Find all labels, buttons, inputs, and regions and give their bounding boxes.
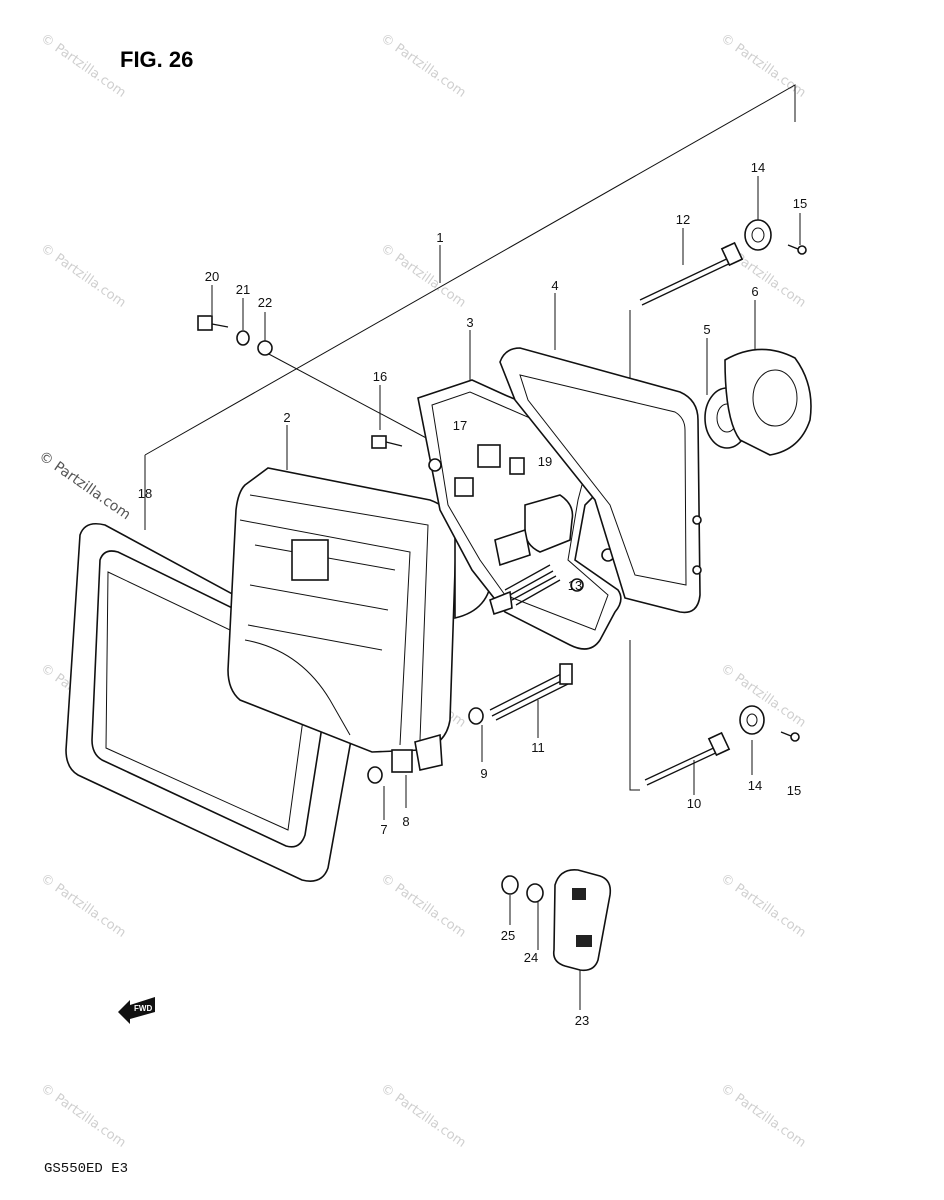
callout-7: 7	[380, 822, 387, 837]
washer-part-22	[257, 340, 273, 356]
callout-10: 10	[687, 796, 701, 811]
leader-lines	[211, 176, 801, 1010]
callout-2: 2	[283, 410, 290, 425]
bulb-part-19	[454, 457, 574, 567]
callout-9: 9	[480, 766, 487, 781]
watermark-text: © Partzilla.com	[718, 1081, 809, 1151]
callout-4: 4	[551, 278, 558, 293]
washer-part-24	[526, 883, 544, 903]
bolt-part-20	[197, 315, 229, 331]
watermark-text: © Partzilla.com	[378, 241, 469, 311]
callout-22: 22	[258, 295, 272, 310]
callout-5: 5	[703, 322, 710, 337]
screw-part-10	[644, 731, 731, 786]
callout-layer: 1234567891011121314141515161719182021222…	[138, 160, 807, 1028]
callout-21: 21	[236, 282, 250, 297]
nut-part-14-upper	[744, 219, 772, 251]
adjust-spring-part-13	[489, 564, 561, 616]
clip-part-8	[391, 749, 413, 773]
reflector-part-23	[552, 868, 612, 972]
watermark-text: © Partzilla.com	[38, 31, 129, 101]
headlight-case-part-4	[499, 347, 702, 614]
watermark-text: © Partzilla.com	[378, 1081, 469, 1151]
fwd-arrow-icon: FWD	[118, 997, 155, 1024]
callout-3: 3	[466, 315, 473, 330]
washer-part-9	[468, 707, 484, 725]
screw-part-15-lower	[780, 731, 800, 742]
washer-part-21	[236, 330, 250, 346]
bolt-part-16	[371, 435, 403, 449]
callout-6: 6	[751, 284, 758, 299]
callout-15: 15	[787, 783, 801, 798]
headlight-rim-part-18	[65, 522, 362, 882]
callout-23: 23	[575, 1013, 589, 1028]
fwd-label: FWD	[134, 1004, 152, 1013]
model-code: GS550ED E3	[44, 1161, 128, 1177]
callout-24: 24	[524, 950, 538, 965]
callout-11: 11	[531, 740, 545, 755]
figure-title: FIG. 26	[120, 47, 193, 72]
watermark-text: © Partzilla.com	[378, 871, 469, 941]
callout-16: 16	[373, 369, 387, 384]
watermark-text: © Partzilla.com	[718, 871, 809, 941]
callout-12: 12	[676, 212, 690, 227]
boot-part-6	[724, 348, 812, 456]
nut-part-7	[367, 766, 383, 784]
screw-part-12	[639, 241, 744, 306]
watermark-text: © Partzilla.com	[378, 31, 469, 101]
callout-13: 13	[568, 578, 582, 593]
callout-1: 1	[436, 230, 443, 245]
nut-part-14-lower	[739, 705, 765, 735]
callout-15: 15	[793, 196, 807, 211]
watermark-text: © Partzilla.com	[38, 241, 129, 311]
callout-14: 14	[751, 160, 765, 175]
callout-17: 17	[453, 418, 467, 433]
callout-25: 25	[501, 928, 515, 943]
callout-14: 14	[748, 778, 762, 793]
adjust-spring-part-11	[489, 663, 573, 721]
callout-20: 20	[205, 269, 219, 284]
watermark-primary: © Partzilla.com	[36, 448, 134, 523]
nut-part-25	[501, 875, 519, 895]
connector-part-17	[477, 444, 501, 468]
callout-8: 8	[402, 814, 409, 829]
watermark-text: © Partzilla.com	[38, 871, 129, 941]
screw-part-15-upper	[787, 244, 807, 255]
callout-19: 19	[538, 454, 552, 469]
watermark-text: © Partzilla.com	[38, 1081, 129, 1151]
callout-18: 18	[138, 486, 152, 501]
